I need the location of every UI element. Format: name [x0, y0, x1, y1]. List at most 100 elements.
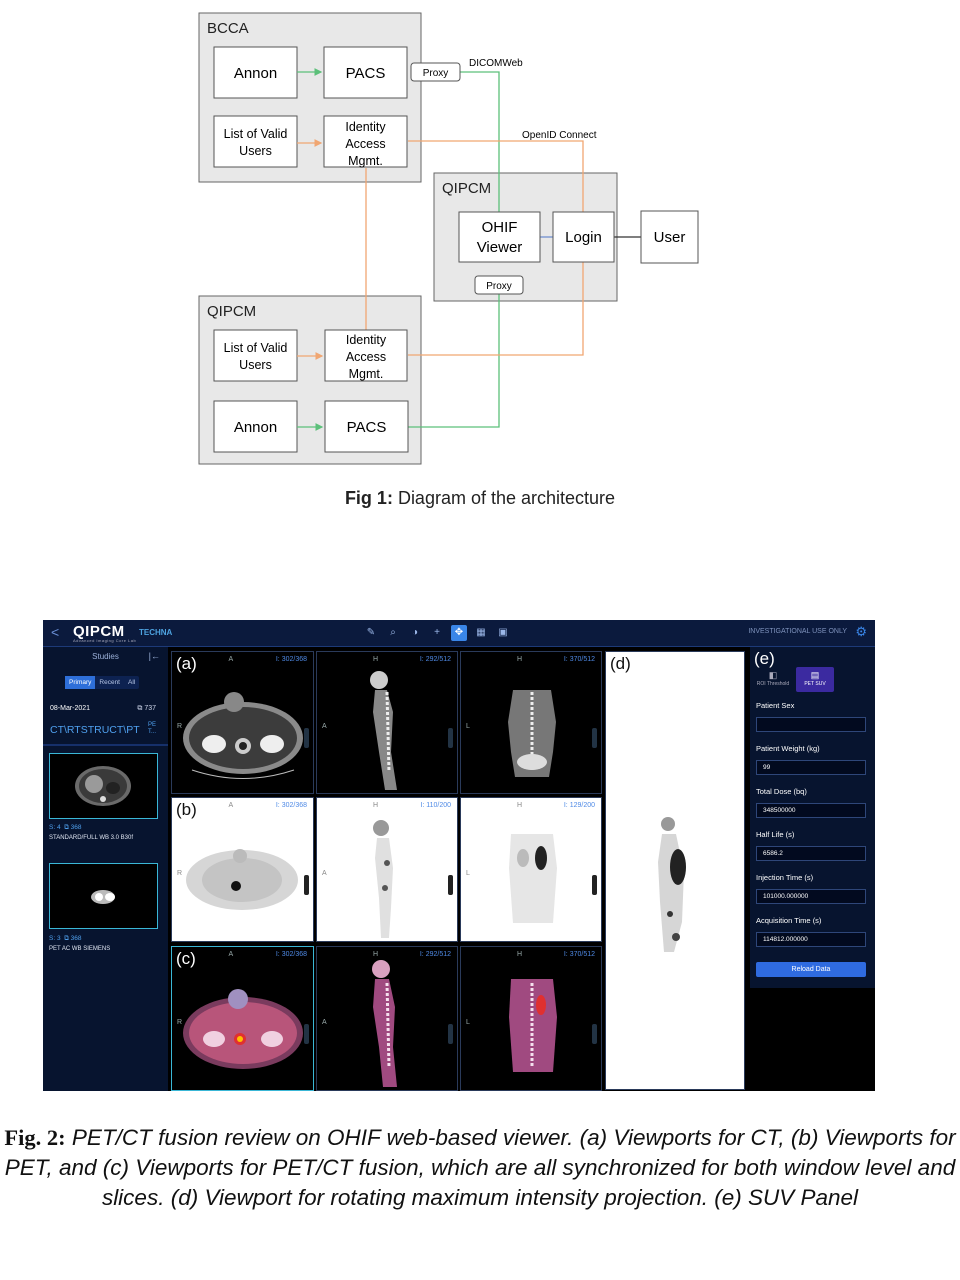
slice-index: I: 302/368: [275, 802, 307, 809]
viewport-label-b: (b): [176, 800, 197, 819]
series-thumbnail-ct[interactable]: [49, 753, 158, 819]
patient-weight-input[interactable]: 99: [756, 760, 866, 775]
slice-scrollbar[interactable]: [592, 1024, 597, 1045]
openid-line: [408, 140, 584, 212]
viewport-pet-axial[interactable]: (b) A R I: 302/368: [171, 797, 314, 942]
slice-scrollbar[interactable]: [592, 875, 597, 896]
viewport-fusion-axial[interactable]: (c) A R I: 302/368: [171, 946, 314, 1091]
study-date[interactable]: 08-Mar-2021: [50, 705, 91, 712]
slice-index: I: 370/512: [563, 656, 595, 663]
field-label-sex: Patient Sex: [756, 701, 795, 710]
layout-icon[interactable]: ▦: [476, 627, 486, 638]
tab-recent[interactable]: Recent: [99, 679, 120, 686]
capture-icon[interactable]: ▣: [498, 627, 508, 638]
orientation-top: H: [373, 656, 379, 663]
studies-title: Studies: [92, 652, 119, 661]
slice-scrollbar[interactable]: [448, 1024, 453, 1045]
proxy-box-top: [410, 62, 461, 82]
viewport-fusion-sagittal[interactable]: H A I: 292/512: [316, 946, 458, 1091]
gear-icon[interactable]: ⚙: [855, 624, 867, 639]
pan-icon[interactable]: ✥: [451, 625, 467, 641]
series-meta-ct: S: 4 ⧉ 368: [49, 824, 82, 832]
valid-users-box-bottom: [213, 329, 298, 382]
figure1-caption: Fig 1: Diagram of the architecture: [0, 488, 960, 509]
slice-index: I: 302/368: [275, 951, 307, 958]
copy-icon: ⧉: [137, 705, 145, 712]
viewport-ct-sagittal[interactable]: H A I: 292/512: [316, 651, 458, 794]
viewport-pet-coronal[interactable]: H L I: 129/200: [460, 797, 602, 942]
mip-image: [658, 817, 686, 952]
dicomweb-line-bottom: [408, 294, 500, 428]
slice-scrollbar[interactable]: [448, 875, 453, 896]
iam-label-bottom-1: Identity: [346, 333, 387, 347]
orientation-left: R: [177, 869, 183, 877]
tab-all[interactable]: All: [128, 679, 136, 686]
series-number: S: 4: [49, 824, 61, 831]
studies-panel: Studies |← Primary Recent All 08-Mar-202…: [43, 647, 168, 1091]
orientation-left: A: [322, 1018, 327, 1026]
orientation-left: R: [177, 722, 183, 730]
slice-scrollbar[interactable]: [448, 728, 453, 749]
pacs-box-bottom: [324, 400, 409, 453]
series-count: 368: [70, 935, 82, 942]
tab-roi-threshold[interactable]: ◧ROI Threshold: [754, 667, 792, 692]
dicomweb-line: [460, 71, 500, 212]
orientation-left: R: [177, 1018, 183, 1026]
orientation-left: L: [466, 869, 470, 877]
openid-label: OpenID Connect: [522, 130, 597, 141]
tab-suv-label: PET SUV: [804, 681, 826, 687]
tab-pet-suv[interactable]: ▤PET SUV: [796, 667, 834, 692]
total-dose-input[interactable]: 348500000: [756, 803, 866, 818]
orientation-top: A: [228, 656, 234, 663]
pet-sagittal-image: [373, 820, 393, 938]
contrast-icon[interactable]: ◑: [411, 627, 419, 638]
series-thumbnail-pet[interactable]: [49, 863, 158, 929]
viewport-ct-axial[interactable]: (a) A R I: 302/368: [171, 651, 314, 794]
collapse-icon[interactable]: |←: [148, 651, 160, 661]
user-label: User: [654, 229, 686, 246]
annon-label-top: Annon: [234, 65, 277, 82]
ohif-viewer-screenshot: < QIPCM Advanced Imaging Core Lab TECHNA…: [43, 620, 875, 1091]
copy-icon: ⧉: [64, 935, 71, 942]
viewport-label-d: (d): [610, 654, 631, 673]
field-label-injection: Injection Time (s): [756, 873, 814, 882]
iam-box-bottom: [324, 329, 408, 382]
orientation-top: H: [373, 802, 379, 809]
slice-index: I: 370/512: [563, 951, 595, 958]
half-life-input[interactable]: 6586.2: [756, 846, 866, 861]
zoom-icon[interactable]: ⌕: [390, 627, 396, 638]
iam-label-top-3: Mgmt.: [348, 154, 383, 168]
proxy-label-mid: Proxy: [486, 281, 512, 292]
slice-scrollbar[interactable]: [304, 1024, 309, 1045]
pacs-label-top: PACS: [346, 65, 386, 82]
viewport-mip[interactable]: (d): [605, 651, 745, 1090]
iam-label-top-2: Access: [345, 137, 385, 151]
valid-users-label-bottom-2: Users: [239, 358, 272, 372]
slice-scrollbar[interactable]: [304, 875, 309, 896]
study-instance-count: ⧉ 737: [137, 705, 156, 713]
tab-primary[interactable]: Primary: [65, 676, 96, 689]
back-icon[interactable]: <: [51, 624, 60, 640]
valid-users-box-top: [213, 115, 298, 168]
patient-sex-input[interactable]: [756, 717, 866, 732]
qipcm-logo-text: QIPCM: [73, 623, 125, 640]
crosshair-icon[interactable]: +: [434, 627, 440, 638]
orientation-top: H: [517, 802, 523, 809]
slice-scrollbar[interactable]: [304, 728, 309, 749]
injection-time-input[interactable]: 101000.000000: [756, 889, 866, 904]
reload-data-button[interactable]: Reload Data: [756, 962, 866, 977]
slice-scrollbar[interactable]: [592, 728, 597, 749]
openid-line-bottom: [408, 262, 584, 356]
suv-panel: (e) ◧ROI Threshold ▤PET SUV Patient Sex …: [750, 647, 875, 988]
annon-box-top: [213, 46, 298, 99]
viewport-ct-coronal[interactable]: H L I: 370/512: [460, 651, 602, 794]
viewport-fusion-coronal[interactable]: H L I: 370/512: [460, 946, 602, 1091]
divider: [43, 744, 168, 746]
pencil-icon[interactable]: ✎: [366, 627, 376, 638]
study-modalities-extra: PE T...: [148, 722, 157, 735]
login-box: [552, 211, 615, 263]
valid-users-label-top-2: Users: [239, 144, 272, 158]
acquisition-time-input[interactable]: 114812.000000: [756, 932, 866, 947]
pacs-box-top: [323, 46, 408, 99]
viewport-pet-sagittal[interactable]: H A I: 110/200: [316, 797, 458, 942]
